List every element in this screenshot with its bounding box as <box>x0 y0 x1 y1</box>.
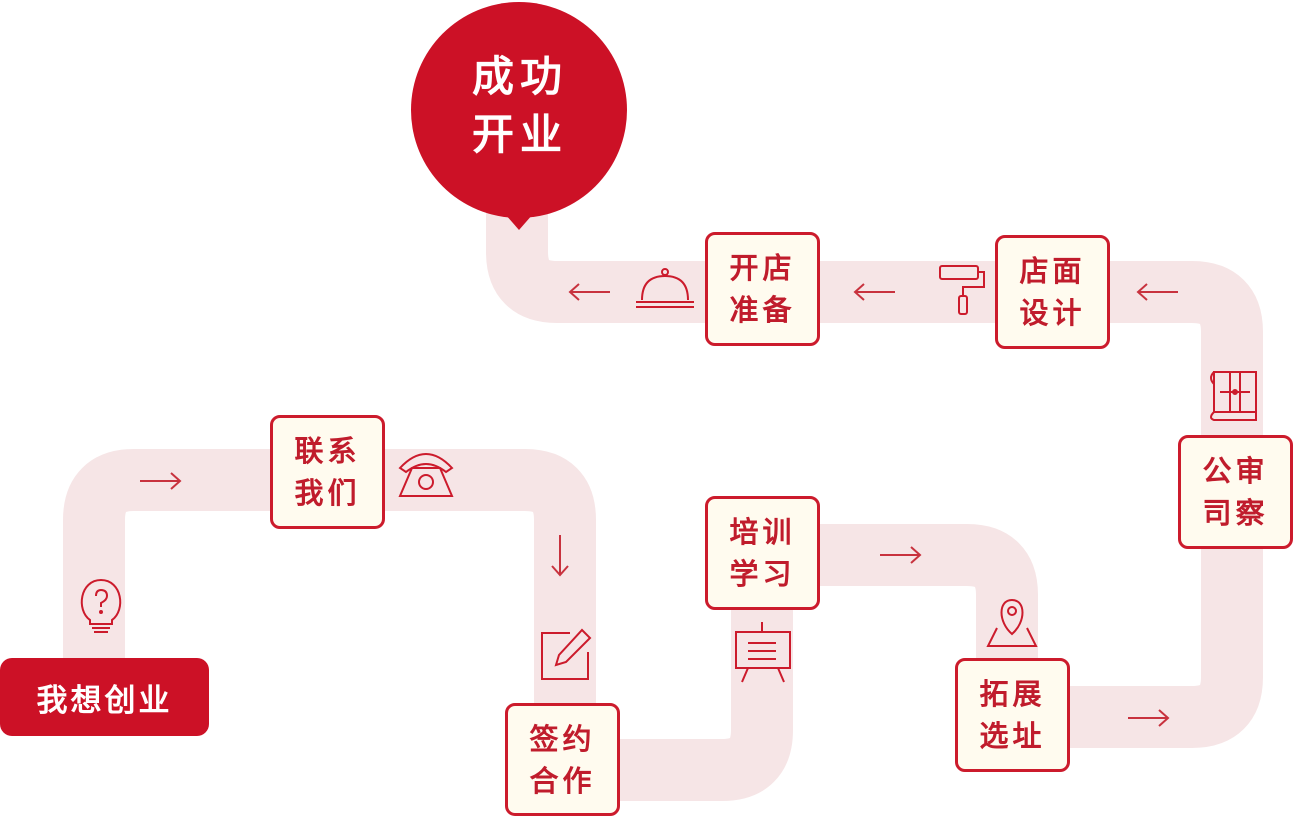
arrow-right-1 <box>140 472 182 490</box>
goal-circle <box>411 2 627 218</box>
location-pin-icon <box>986 598 1038 647</box>
step-contact-us: 联系 我们 <box>270 415 385 529</box>
step-label-line-1: 培训 <box>729 515 796 549</box>
arrow-right-2 <box>880 546 922 564</box>
step-opening-prep: 开店 准备 <box>705 232 820 346</box>
goal-label: 成功 开业 <box>410 48 630 164</box>
step-company-review: 公审 司察 <box>1178 435 1293 549</box>
step-label-line-1: 拓展 <box>979 677 1046 711</box>
start-box: 我想创业 <box>0 658 209 736</box>
step-label-line-2: 设计 <box>1019 296 1086 330</box>
step-training: 培训 学习 <box>705 496 820 610</box>
step-store-design: 店面 设计 <box>995 235 1110 349</box>
arrow-right-3 <box>1128 709 1170 727</box>
step-label-line-2: 合作 <box>529 763 596 798</box>
step-label-line-1: 店面 <box>1019 254 1086 288</box>
presentation-board-icon <box>735 622 791 683</box>
step-label-line-2: 选址 <box>979 719 1046 753</box>
step-label-line-1: 签约 <box>529 721 596 756</box>
serving-cloche-icon <box>636 268 694 308</box>
step-label-line-1: 开店 <box>729 251 796 285</box>
arrow-left-2 <box>853 283 895 301</box>
step-label-line-2: 我们 <box>294 476 361 510</box>
edit-icon <box>541 628 592 680</box>
goal-line-2: 开业 <box>471 110 568 159</box>
telephone-icon <box>398 453 454 497</box>
goal-pointer <box>505 214 533 230</box>
step-label-line-2: 学习 <box>729 557 796 591</box>
step-site-selection: 拓展 选址 <box>955 658 1070 772</box>
arrow-left-1 <box>1136 283 1178 301</box>
blueprint-icon <box>1210 371 1257 421</box>
goal-line-1: 成功 <box>471 52 568 101</box>
step-label-line-2: 准备 <box>729 293 796 327</box>
step-sign-contract: 签约 合作 <box>505 703 620 816</box>
step-label-line-1: 联系 <box>294 434 361 468</box>
paint-roller-icon <box>939 265 985 315</box>
lightbulb-question-icon <box>80 578 122 633</box>
arrow-left-3 <box>568 283 610 301</box>
step-label-line-1: 公审 <box>1202 454 1269 488</box>
step-label-line-2: 司察 <box>1202 496 1269 530</box>
arrow-down-1 <box>551 535 569 577</box>
